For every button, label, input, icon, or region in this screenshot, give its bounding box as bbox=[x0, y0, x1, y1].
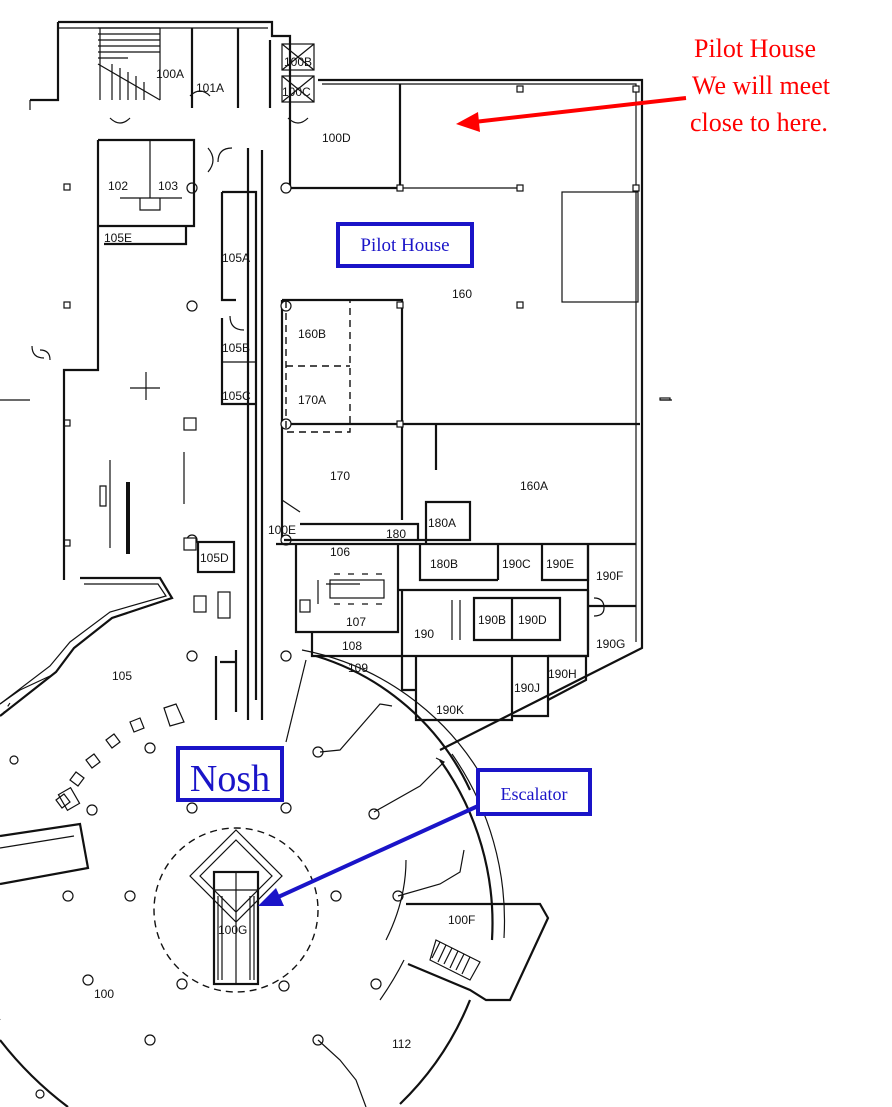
room-label-109: 109 bbox=[348, 661, 368, 675]
room-label-180: 180 bbox=[386, 527, 406, 541]
room-label-105a: 105A bbox=[222, 251, 250, 265]
rooms-160b-170a bbox=[285, 299, 351, 433]
room-label-105b: 105B bbox=[222, 341, 250, 355]
food-service-counter bbox=[0, 576, 185, 886]
room-label-102: 102 bbox=[108, 179, 128, 193]
room-label-190f: 190F bbox=[596, 569, 623, 583]
room-label-190d: 190D bbox=[518, 613, 547, 627]
room-labels: 100A 101A 100B 100C 100D 102 103 105E 10… bbox=[94, 55, 625, 1051]
room-label-100c: 100C bbox=[282, 85, 311, 99]
room-label-190k: 190K bbox=[436, 703, 464, 717]
east-stair-icon bbox=[429, 939, 481, 981]
room-label-105c: 105C bbox=[222, 389, 251, 403]
room-label-107: 107 bbox=[346, 615, 366, 629]
meeting-note-line-2: We will meet bbox=[692, 71, 831, 100]
nosh-callout: Nosh bbox=[176, 746, 284, 802]
room-label-180a: 180A bbox=[428, 516, 456, 530]
room-label-105: 105 bbox=[112, 669, 132, 683]
room-label-190j: 190J bbox=[514, 681, 540, 695]
meeting-note-line-3: close to here. bbox=[690, 108, 828, 137]
room-label-170a: 170A bbox=[298, 393, 326, 407]
red-arrow-icon bbox=[456, 96, 687, 132]
room-label-160b: 160B bbox=[298, 327, 326, 341]
room-label-190: 190 bbox=[414, 627, 434, 641]
room-label-160a: 160A bbox=[520, 479, 548, 493]
room-label-106: 106 bbox=[330, 545, 350, 559]
room-label-103: 103 bbox=[158, 179, 178, 193]
pilot-house-outline bbox=[280, 78, 644, 751]
room-label-101a: 101A bbox=[196, 81, 224, 95]
room-label-100e: 100E bbox=[268, 523, 296, 537]
room-label-100a: 100A bbox=[156, 67, 184, 81]
room-label-190c: 190C bbox=[502, 557, 531, 571]
room-label-190b: 190B bbox=[478, 613, 506, 627]
room-label-190g: 190G bbox=[596, 637, 625, 651]
room-label-190e: 190E bbox=[546, 557, 574, 571]
room-label-108: 108 bbox=[342, 639, 362, 653]
booth-seating-icon bbox=[317, 573, 385, 605]
room-label-100f: 100F bbox=[448, 913, 475, 927]
room-label-190h: 190H bbox=[548, 667, 577, 681]
room-label-105d: 105D bbox=[200, 551, 229, 565]
pilot-house-callout: Pilot House bbox=[336, 222, 474, 268]
escalator-callout: Escalator bbox=[476, 768, 592, 816]
north-service-block bbox=[30, 20, 315, 124]
meeting-note: Pilot House We will meet close to here. bbox=[690, 34, 831, 137]
escalator-icon bbox=[212, 870, 260, 986]
room-label-112: 112 bbox=[392, 1037, 411, 1051]
elevator-icon bbox=[281, 43, 315, 103]
room-label-100d: 100D bbox=[322, 131, 351, 145]
room-label-180b: 180B bbox=[430, 557, 458, 571]
pilot-house-label: Pilot House bbox=[360, 235, 449, 256]
blue-arrow-icon bbox=[258, 804, 479, 906]
room-label-170: 170 bbox=[330, 469, 350, 483]
west-corridor bbox=[0, 100, 672, 720]
suite-180-190 bbox=[276, 500, 636, 722]
room-label-160: 160 bbox=[452, 287, 472, 301]
meeting-note-line-1: Pilot House bbox=[694, 34, 816, 63]
room-label-100b: 100B bbox=[284, 55, 312, 69]
room-label-100g: 100G bbox=[218, 923, 247, 937]
room-label-100: 100 bbox=[94, 987, 114, 1001]
north-stair-icon bbox=[97, 27, 161, 101]
escalator-label: Escalator bbox=[501, 784, 568, 804]
room-label-105e: 105E bbox=[104, 231, 132, 245]
nosh-dining-ring bbox=[0, 649, 550, 1107]
nosh-label: Nosh bbox=[190, 758, 270, 800]
